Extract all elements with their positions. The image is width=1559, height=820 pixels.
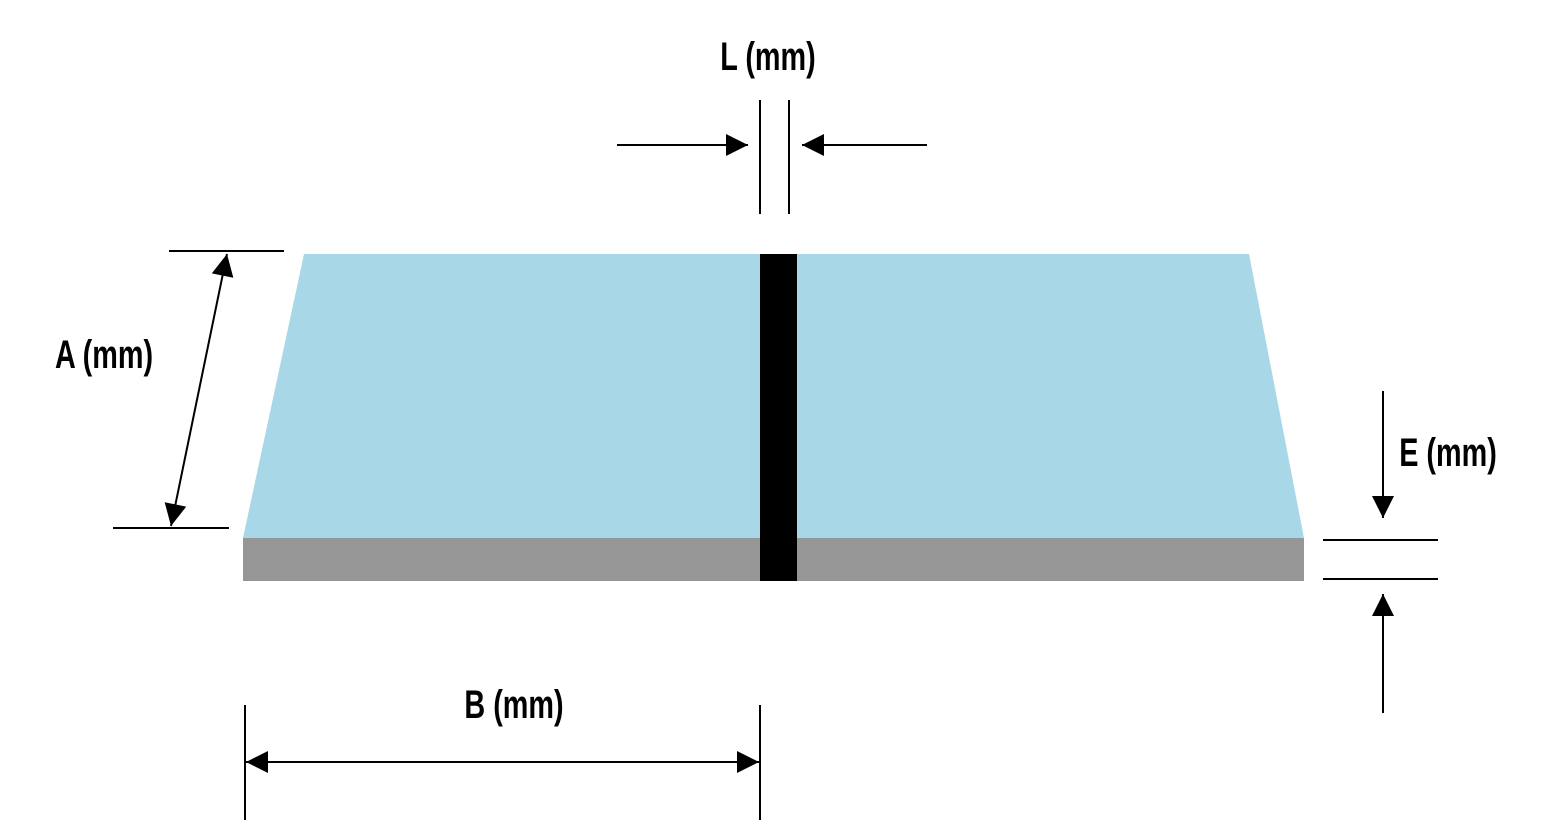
dimension-L — [617, 100, 927, 214]
right-panel — [797, 254, 1304, 538]
dimension-B — [244, 705, 761, 820]
right-base — [797, 538, 1304, 581]
dimension-A — [113, 250, 284, 529]
joint-bar — [760, 254, 797, 581]
label-A: A (mm) — [55, 332, 153, 377]
label-B: B (mm) — [464, 682, 563, 727]
label-L: L (mm) — [720, 34, 815, 79]
label-E: E (mm) — [1399, 430, 1497, 475]
left-base — [243, 538, 760, 581]
left-panel — [243, 254, 760, 538]
dimension-E — [1323, 391, 1438, 713]
